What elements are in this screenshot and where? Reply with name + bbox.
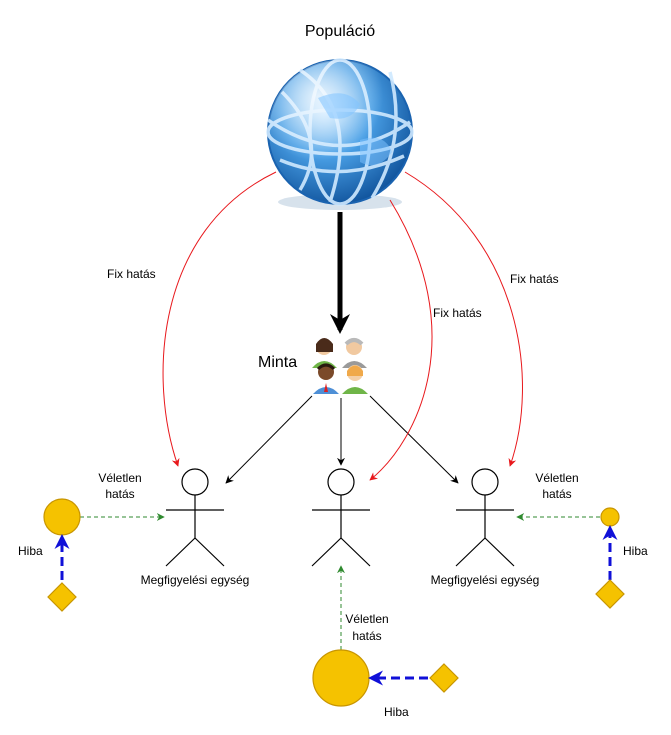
random-effect-right-node — [600, 507, 620, 527]
random-effect-left-label-line2: hatás — [105, 487, 134, 501]
observation-unit-left-figure — [165, 468, 225, 567]
observation-unit-middle-figure — [311, 468, 371, 567]
fixed-effect-middle-label: Fix hatás — [433, 306, 482, 320]
random-effect-bottom-label-line2: hatás — [352, 629, 381, 643]
error-right-label: Hiba — [623, 544, 648, 558]
random-effect-left-label-line1: Véletlen — [98, 471, 141, 485]
people-group-icon — [312, 338, 368, 394]
random-effect-left-node — [43, 498, 81, 536]
random-effect-bottom-label-line1: Véletlen — [345, 612, 388, 626]
sample-label: Minta — [258, 354, 297, 371]
random-effect-bottom-node — [312, 649, 370, 707]
fixed-effect-right-label: Fix hatás — [510, 272, 559, 286]
population-title: Populáció — [305, 23, 375, 40]
fixed-effect-right-arrow — [404, 171, 523, 467]
fixed-effect-left-arrow — [162, 171, 277, 467]
error-left-node — [47, 582, 77, 612]
observation-unit-left-label: Megfigyelési egység — [141, 573, 250, 587]
error-left-label: Hiba — [18, 544, 43, 558]
random-effect-right-label-line1: Véletlen — [535, 471, 578, 485]
error-right-node — [595, 579, 625, 609]
sample-to-unit-right-arrow — [369, 395, 459, 484]
random-effect-right-label-line2: hatás — [542, 487, 571, 501]
fixed-effect-middle-arrow — [369, 199, 433, 481]
globe-icon — [266, 58, 414, 210]
sample-to-unit-left-arrow — [225, 395, 313, 484]
error-bottom-node — [429, 663, 459, 693]
observation-unit-right-label: Megfigyelési egység — [431, 573, 540, 587]
fixed-effect-left-label: Fix hatás — [107, 267, 156, 281]
observation-unit-right-figure — [455, 468, 515, 567]
error-bottom-label: Hiba — [384, 705, 409, 719]
